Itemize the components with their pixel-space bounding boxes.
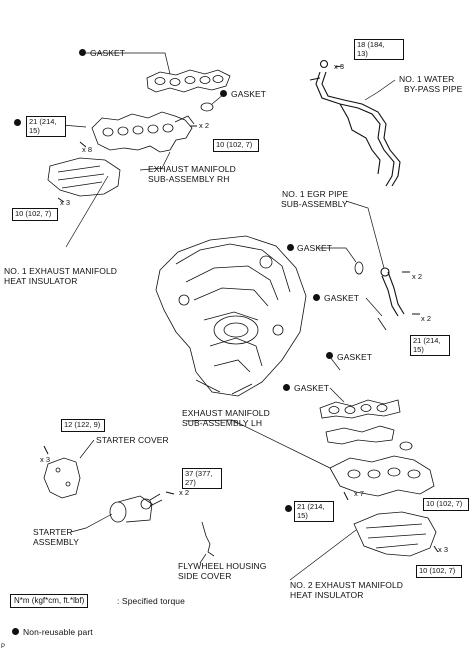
torque-value: 13) bbox=[357, 48, 368, 58]
gasket-lh-2-drawing bbox=[325, 425, 395, 445]
torque-box-10-c: 10 (102, 7) bbox=[423, 498, 469, 511]
starter-cover-label: STARTER COVER bbox=[96, 435, 169, 445]
torque-legend-box: N*m (kgf*cm, ft.*lbf) bbox=[10, 594, 89, 608]
nonreusable-mark bbox=[220, 90, 227, 97]
water-bypass-pipe-drawing bbox=[309, 59, 401, 187]
torque-value: 37 (377, bbox=[185, 469, 213, 478]
gasket-lh-1-label: GASKET bbox=[337, 352, 373, 362]
starter-cover-drawing bbox=[43, 457, 81, 499]
quantity-label: x 8 bbox=[82, 145, 93, 154]
egr-gasket-1-drawing bbox=[354, 261, 364, 275]
exh-manifold-rh-label-2: SUB-ASSEMBLY RH bbox=[148, 174, 230, 184]
gasket-lh-3-drawing bbox=[399, 441, 413, 451]
nonreusable-mark bbox=[313, 294, 320, 301]
torque-box-10-a: 10 (102, 7) bbox=[213, 139, 259, 152]
torque-value: 21 (214, bbox=[29, 117, 57, 126]
starter-label-2: ASSEMBLY bbox=[33, 537, 79, 547]
torque-box-12: 12 (122, 9) bbox=[61, 419, 105, 432]
quantity-label: x 2 bbox=[179, 488, 190, 497]
egr-pipe-drawing bbox=[380, 267, 405, 317]
torque-value: 15) bbox=[29, 125, 40, 135]
small-gasket-drawing bbox=[200, 102, 214, 112]
exh-manifold-rh-label-1: EXHAUST MANIFOLD bbox=[148, 164, 236, 174]
nonreusable-mark bbox=[326, 352, 333, 359]
heat-insulator-2-label-2: HEAT INSULATOR bbox=[290, 590, 364, 600]
torque-value: 12 (122, 9) bbox=[64, 420, 101, 429]
torque-box-10-d: 10 (102, 7) bbox=[416, 565, 462, 578]
nonreusable-legend-label: Non-reusable part bbox=[23, 627, 93, 637]
torque-value: 15) bbox=[413, 344, 424, 354]
torque-box-18: 18 (184, 13) bbox=[354, 39, 404, 60]
nonreusable-mark bbox=[283, 384, 290, 391]
water-bypass-label-1: NO. 1 WATER bbox=[399, 74, 455, 84]
egr-gasket-2-drawing bbox=[377, 317, 387, 331]
heat-insulator-1-label-1: NO. 1 EXHAUST MANIFOLD bbox=[4, 266, 118, 276]
water-bypass-label-2: BY-PASS PIPE bbox=[404, 84, 463, 94]
nonreusable-legend-dot bbox=[12, 628, 19, 635]
gasket-lh-drawing bbox=[319, 399, 401, 419]
quantity-label: x 3 bbox=[438, 545, 449, 554]
flywheel-cover-label-1: FLYWHEEL HOUSING bbox=[178, 561, 267, 571]
quantity-label: x 3 bbox=[334, 62, 345, 71]
egr-pipe-label-2: SUB-ASSEMBLY bbox=[281, 199, 348, 209]
gasket-egr-1-label: GASKET bbox=[297, 243, 333, 253]
gasket-small-label: GASKET bbox=[231, 89, 267, 99]
gasket-lh-2-label: GASKET bbox=[294, 383, 330, 393]
exh-manifold-lh-label-2: SUB-ASSEMBLY LH bbox=[182, 418, 263, 428]
starter-label-1: STARTER bbox=[33, 527, 73, 537]
quantity-label: x 3 bbox=[60, 198, 71, 207]
torque-box-21-rh: 21 (214, 15) bbox=[26, 116, 66, 137]
torque-value: 18 (184, bbox=[357, 40, 385, 49]
torque-value: 10 (102, 7) bbox=[426, 499, 463, 508]
torque-value: 15) bbox=[297, 510, 308, 520]
heat-insulator-1-drawing bbox=[47, 157, 121, 197]
quantity-label: x 7 bbox=[354, 489, 365, 498]
torque-value: 21 (214, bbox=[297, 502, 325, 511]
flywheel-cover-label-2: SIDE COVER bbox=[178, 571, 232, 581]
quantity-label: x 2 bbox=[199, 121, 210, 130]
torque-box-10-b: 10 (102, 7) bbox=[12, 208, 58, 221]
torque-value: 10 (102, 7) bbox=[216, 140, 253, 149]
page-code: P bbox=[1, 644, 6, 650]
torque-box-21-egr: 21 (214, 15) bbox=[410, 335, 450, 356]
quantity-label: x 2 bbox=[412, 272, 423, 281]
torque-value: 27) bbox=[185, 477, 196, 487]
torque-value: 10 (102, 7) bbox=[419, 566, 456, 575]
torque-value: 21 (214, bbox=[413, 336, 441, 345]
heat-insulator-2-drawing bbox=[353, 511, 437, 557]
exh-manifold-lh-label-1: EXHAUST MANIFOLD bbox=[182, 408, 270, 418]
heat-insulator-2-label-1: NO. 2 EXHAUST MANIFOLD bbox=[290, 580, 404, 590]
exhaust-manifold-lh-drawing bbox=[329, 455, 435, 497]
flywheel-cover-drawing bbox=[201, 521, 215, 557]
torque-box-37: 37 (377, 27) bbox=[182, 468, 222, 489]
torque-legend-unit: N*m (kgf*cm, ft.*lbf) bbox=[14, 596, 85, 605]
nonreusable-mark bbox=[287, 244, 294, 251]
egr-pipe-label-1: NO. 1 EGR PIPE bbox=[282, 189, 349, 199]
exhaust-manifold-rh-drawing bbox=[91, 111, 195, 153]
nonreusable-mark bbox=[285, 505, 292, 512]
bolts-drawing bbox=[43, 65, 439, 553]
quantity-label: x 3 bbox=[40, 455, 51, 464]
nonreusable-mark bbox=[79, 49, 86, 56]
heat-insulator-1-label-2: HEAT INSULATOR bbox=[4, 276, 78, 286]
gasket-egr-2-label: GASKET bbox=[324, 293, 360, 303]
starter-drawing bbox=[109, 493, 163, 523]
torque-box-21-lh: 21 (214, 15) bbox=[294, 501, 334, 522]
engine-block-drawing bbox=[155, 235, 307, 397]
gasket-rh-drawing bbox=[146, 69, 231, 93]
nonreusable-mark bbox=[14, 119, 21, 126]
gasket-top-label: GASKET bbox=[90, 48, 126, 58]
torque-value: 10 (102, 7) bbox=[15, 209, 52, 218]
quantity-label: x 2 bbox=[421, 314, 432, 323]
torque-legend-description: : Specified torque bbox=[117, 596, 185, 606]
